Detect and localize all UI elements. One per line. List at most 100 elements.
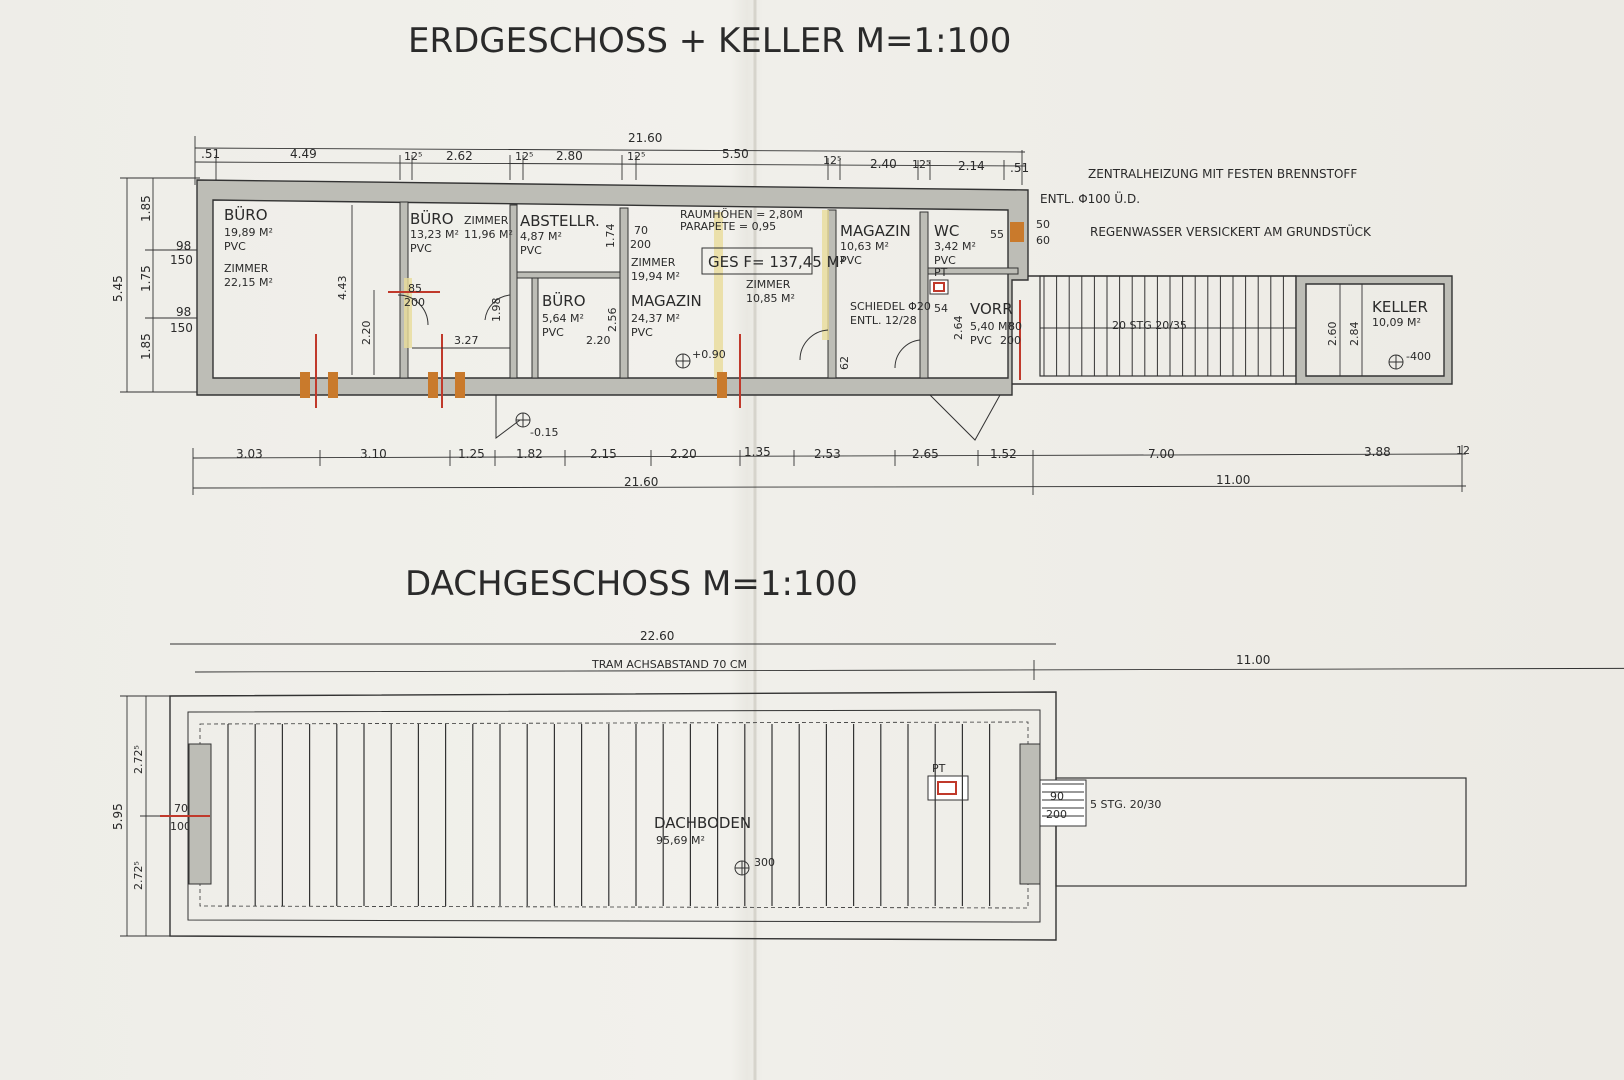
attic-dim-half-2: 2.72⁵ (132, 861, 145, 890)
room-floor: PVC (224, 240, 246, 253)
bottom-dimension-lines (192, 445, 1467, 495)
note-rainwater: REGENWASSER VERSICKERT AM GRUNDSTÜCK (1090, 223, 1372, 239)
room-area: 3,42 M² (934, 240, 976, 253)
left-dim-window-1b: 150 (170, 253, 193, 267)
left-dim-window-2b: 150 (170, 321, 193, 335)
dim-interior-1: 1.98 (490, 298, 503, 323)
dim-door-height-2: 200 (630, 238, 651, 251)
room-name: ABSTELLR. (520, 212, 600, 230)
chimney-vent-label: ENTL. 12/28 (850, 314, 917, 327)
bottom-dim-4: 1.82 (516, 447, 543, 461)
room-area: 22,15 M² (224, 276, 273, 289)
level-entrance: -0.15 (530, 426, 558, 439)
level-interior: +0.90 (692, 348, 726, 361)
room-area: 5,64 M² (542, 312, 584, 325)
bottom-total-cellar: 11.00 (1216, 473, 1250, 487)
room-name: BÜRO (542, 291, 586, 310)
left-dim-window-2a: 98 (176, 305, 191, 319)
room-name: VORR (970, 300, 1013, 318)
level-cellar: -400 (1406, 350, 1431, 363)
bottom-dim-5: 2.15 (590, 447, 617, 461)
dim-door-width-1: 85 (408, 282, 422, 295)
top-dim-total: 21.60 (628, 131, 662, 145)
left-dim-2: 1.75 (139, 265, 153, 292)
attic-plan (160, 691, 1467, 941)
attic-dimension-lines (170, 643, 1624, 680)
bottom-dim-3: 1.25 (458, 447, 485, 461)
room-abstellraum: ABSTELLR. 4,87 M² PVC (520, 212, 600, 257)
ground-floor-title: ERDGESCHOSS + KELLER M=1:100 (408, 21, 1011, 61)
bottom-dim-6: 2.20 (670, 447, 697, 461)
room-area: 11,96 M² (464, 228, 513, 241)
top-dim-11: 12⁵ (912, 158, 930, 171)
room-area: 19,94 M² (631, 270, 680, 283)
room-buero-3: BÜRO 5,64 M² PVC (542, 291, 586, 339)
chimney-pt: PT (934, 266, 948, 279)
dim-cellar-1: 2.60 (1326, 322, 1339, 347)
ground-floor-plan (196, 179, 1453, 441)
room-dachboden: DACHBODEN 95,69 M² (654, 814, 751, 847)
dim-interior-width: 3.27 (454, 334, 479, 347)
dim-vent-1: 50 (1036, 218, 1050, 231)
attic-dim-half-1: 2.72⁵ (132, 745, 145, 774)
room-name: ZIMMER (464, 214, 509, 227)
room-area: 19,89 M² (224, 226, 273, 239)
bottom-dim-9: 2.65 (912, 447, 939, 461)
room-area: 95,69 M² (656, 834, 705, 847)
top-dim-2: 4.49 (290, 147, 317, 161)
left-dimension-lines (120, 177, 200, 393)
room-area: 24,37 M² (631, 312, 680, 325)
dim-cellar-2: 2.84 (1348, 322, 1361, 347)
attic-dim-depth: 5.95 (111, 803, 125, 830)
bottom-dim-8: 2.53 (814, 447, 841, 461)
bottom-dim-7: 1.35 (744, 445, 771, 459)
dim-interior-5: 2.64 (952, 316, 965, 341)
cellar-stair-label: 20 STG 20/35 (1112, 319, 1187, 332)
left-dim-3: 1.85 (139, 333, 153, 360)
room-area: 10,63 M² (840, 240, 889, 253)
left-dim-total: 5.45 (111, 275, 125, 302)
top-dim-9: 12⁵ (823, 154, 841, 167)
top-dim-12: 2.14 (958, 159, 985, 173)
top-dim-5: 12⁵ (515, 150, 533, 163)
dim-door-3: 62 (838, 356, 851, 370)
top-dim-8: 5.50 (722, 147, 749, 161)
room-name: ZIMMER (746, 278, 791, 291)
room-floor: PVC (970, 334, 992, 347)
attic-chimney-label: PT (932, 762, 946, 775)
attic-beam-note: TRAM ACHSABSTAND 70 CM (591, 658, 747, 671)
dim-door-4: 80 (1008, 320, 1022, 333)
top-dim-6: 2.80 (556, 149, 583, 163)
room-zimmer-1: ZIMMER 22,15 M² (224, 262, 273, 289)
room-name: WC (934, 222, 959, 240)
top-dim-1: .51 (201, 147, 220, 161)
room-name: MAGAZIN (631, 292, 702, 310)
room-area: 13,23 M² (410, 228, 459, 241)
room-name: DACHBODEN (654, 814, 751, 832)
dim-interior-4: 1.74 (604, 224, 617, 249)
dim-wc-1: 55 (990, 228, 1004, 241)
attic-stair-treads (1042, 783, 1084, 817)
left-dim-1: 1.85 (139, 195, 153, 222)
room-zimmer-2: ZIMMER 11,96 M² (464, 214, 513, 241)
room-magazin-2: MAGAZIN 10,63 M² PVC (840, 222, 911, 267)
room-floor: PVC (410, 242, 432, 255)
attic-title: DACHGESCHOSS M=1:100 (405, 564, 858, 604)
dim-wc-2: 54 (934, 302, 948, 315)
room-name: ZIMMER (224, 262, 269, 275)
note-vent: ENTL. Φ100 Ü.D. (1040, 190, 1140, 206)
note-heating: ZENTRALHEIZUNG MIT FESTEN BRENNSTOFF (1088, 167, 1357, 181)
attic-level: 300 (754, 856, 775, 869)
room-keller: KELLER 10,09 M² (1372, 298, 1428, 329)
attic-window-width: 70 (174, 802, 188, 815)
bottom-dim-12: 3.88 (1364, 445, 1391, 459)
room-name: ZIMMER (631, 256, 676, 269)
room-name: KELLER (1372, 298, 1428, 316)
dim-door-height: 2.20 (360, 321, 373, 346)
dim-door-height-1: 200 (404, 296, 425, 309)
chimney-label: SCHIEDEL Φ20 (850, 300, 931, 313)
room-area: 10,09 M² (1372, 316, 1421, 329)
dim-door-width-2: 70 (634, 224, 648, 237)
